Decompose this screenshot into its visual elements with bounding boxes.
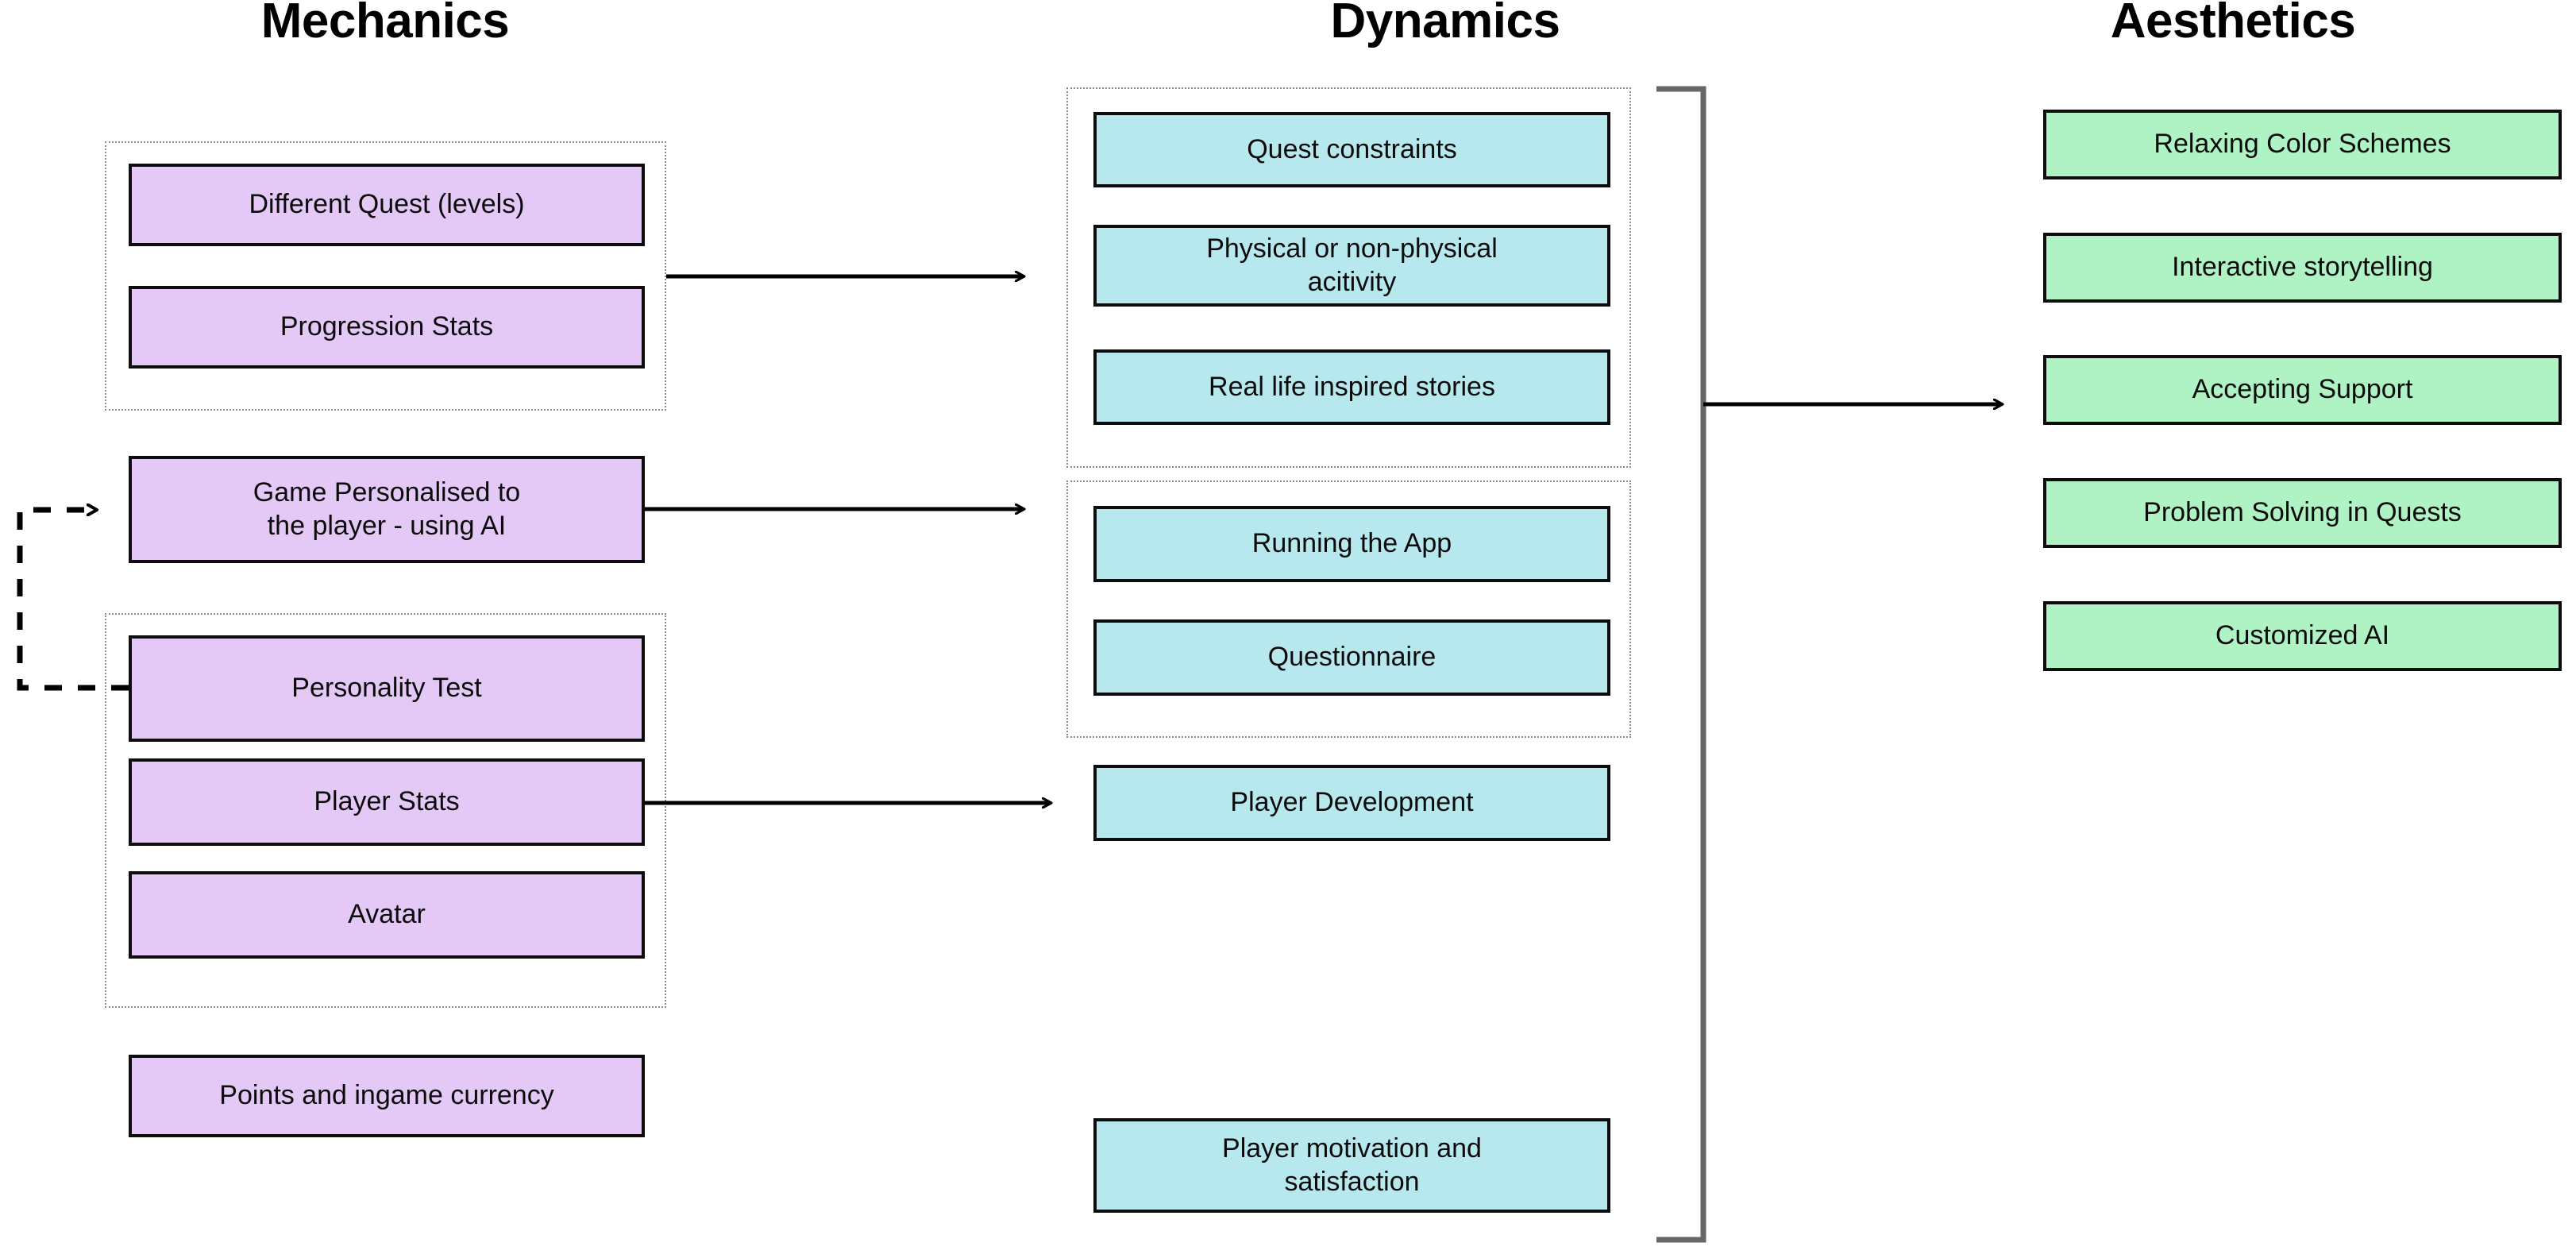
node-game-personalised-ai[interactable]: Game Personalised to the player - using … [129,456,645,563]
group-frame-dynamics-app [1066,480,1631,738]
node-player-stats[interactable]: Player Stats [129,758,645,846]
bracket-dynamics-collector [1656,86,1706,1243]
node-questionnaire[interactable]: Questionnaire [1093,619,1610,696]
group-frame-mechanics-quests [105,141,666,411]
node-progression-stats[interactable]: Progression Stats [129,286,645,369]
node-real-life-inspired-stories[interactable]: Real life inspired stories [1093,349,1610,425]
node-relaxing-color-schemes[interactable]: Relaxing Color Schemes [2043,110,2562,179]
node-avatar[interactable]: Avatar [129,871,645,959]
node-personality-test[interactable]: Personality Test [129,635,645,742]
node-problem-solving-in-quests[interactable]: Problem Solving in Quests [2043,478,2562,548]
node-accepting-support[interactable]: Accepting Support [2043,355,2562,425]
node-points-and-ingame-currency[interactable]: Points and ingame currency [129,1055,645,1137]
column-title-dynamics: Dynamics [1330,0,1560,48]
node-interactive-storytelling[interactable]: Interactive storytelling [2043,233,2562,303]
column-title-mechanics: Mechanics [260,0,510,48]
node-physical-or-non-physical-activity[interactable]: Physical or non-physical acitivity [1093,225,1610,307]
node-customized-ai[interactable]: Customized AI [2043,601,2562,671]
node-running-the-app[interactable]: Running the App [1093,506,1610,582]
node-player-motivation-and-satisfaction[interactable]: Player motivation and satisfaction [1093,1118,1610,1213]
node-quest-constraints[interactable]: Quest constraints [1093,112,1610,187]
group-frame-dynamics-quests [1066,87,1631,468]
node-different-quest-levels[interactable]: Different Quest (levels) [129,164,645,246]
group-frame-mechanics-player [105,613,666,1008]
node-player-development[interactable]: Player Development [1093,765,1610,841]
column-title-aesthetics: Aesthetics [2110,0,2356,48]
